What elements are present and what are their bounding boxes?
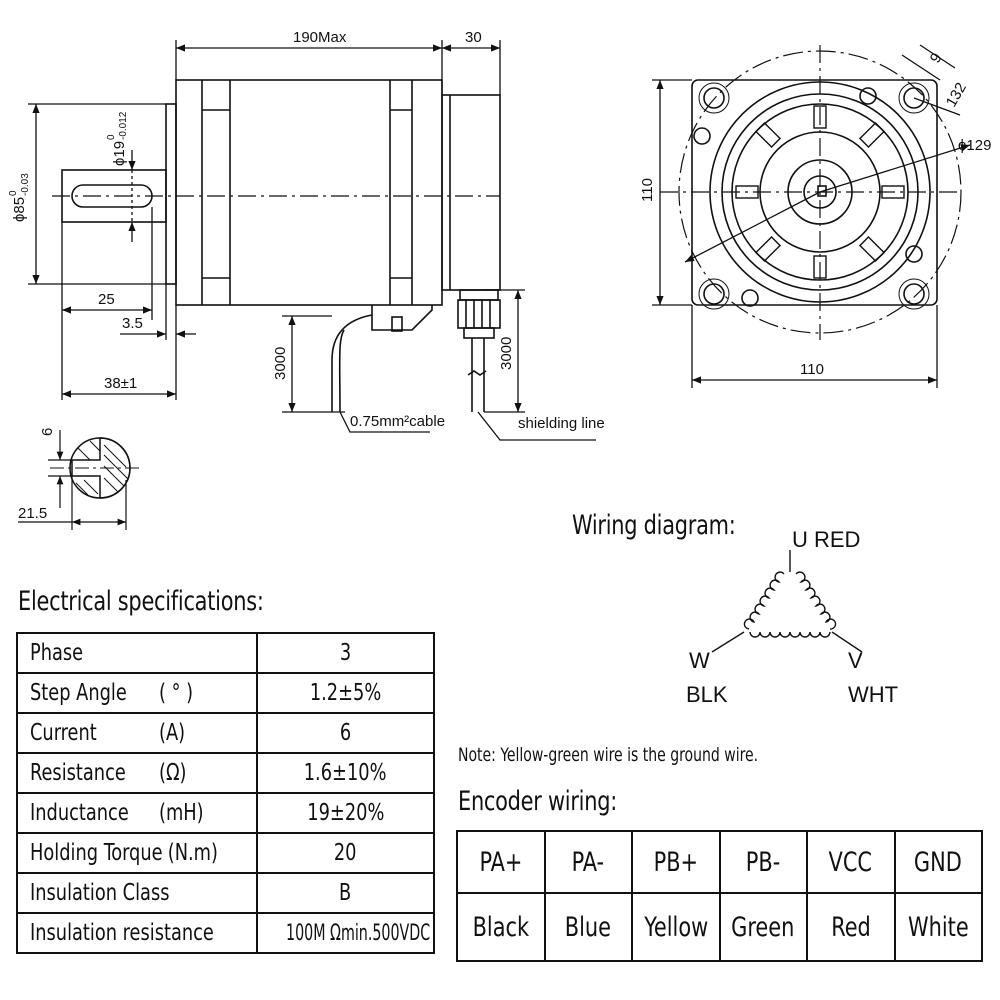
motor-body-outline (175, 79, 443, 306)
spec-value: 1.6±10% (304, 760, 387, 786)
dim-length-max: 190Max (293, 29, 347, 46)
dim-lead-left: 3000 (272, 347, 289, 380)
spec-row: Holding Torque(N.m) 20 (16, 832, 435, 874)
dim-shaft-diameter: ϕ19 (111, 141, 128, 166)
encoder-signal-header: PB- (718, 830, 808, 894)
flange-square (691, 79, 938, 306)
dim-shaft-length: 38±1 (104, 375, 137, 392)
dim-key-width: 6 (39, 428, 56, 436)
encoder-wire-color: White (893, 892, 983, 962)
bolt-circle-outline (678, 50, 962, 334)
spec-value: B (339, 880, 352, 906)
center-lines (52, 45, 960, 340)
dim-bolt-circle: ϕ129 (958, 137, 991, 154)
shaft-section-view (18, 430, 140, 530)
spec-name: Inductance (30, 800, 129, 826)
encoder-cable-gland (457, 299, 501, 329)
spec-value: 20 (334, 840, 357, 866)
spec-name: Insulation resistance (30, 920, 214, 946)
spec-unit: (N.m) (167, 840, 218, 866)
dim-shaft-tol-lower: -0.012 (118, 111, 129, 140)
dim-body-diameter: ϕ85 (11, 197, 28, 222)
electrical-spec-title: Electrical specifications: (18, 586, 264, 617)
dim-key-depth: 21.5 (18, 505, 47, 522)
spec-row: Phase 3 (16, 632, 435, 674)
dimension-labels: 190Max 30 ϕ85 0 -0.03 ϕ19 0 -0.012 25 3.… (8, 29, 991, 522)
encoder-wiring-title: Encoder wiring: (458, 786, 618, 817)
spec-name: Holding Torque (30, 840, 163, 866)
encoder-signal-header: PA+ (456, 830, 546, 894)
dim-rear-length: 30 (465, 29, 482, 46)
ground-wire-note: Note: Yellow-green wire is the ground wi… (458, 744, 759, 766)
spec-name: Step Angle (30, 680, 127, 706)
spec-name: Insulation Class (30, 880, 170, 906)
dim-body-tol-upper: 0 (8, 190, 19, 196)
spec-value: 3 (339, 640, 352, 666)
phase-v-color: WHT (848, 682, 898, 707)
spec-value: 100M Ωmin.500VDC (286, 920, 431, 946)
wiring-delta-diagram (711, 550, 863, 653)
dim-shaft-tol-upper: 0 (106, 134, 117, 140)
spec-row: Insulation resistance 100M Ωmin.500VDC (16, 912, 435, 954)
cable-spec-label: 0.75mm²cable (350, 413, 445, 430)
front-view-dimensions (652, 44, 971, 388)
encoder-wire-color: Green (718, 892, 808, 962)
spec-row: Inductance (mH) 19±20% (16, 792, 435, 834)
spec-name: Resistance (30, 760, 126, 786)
wiring-labels: U RED W BLK V WHT (686, 527, 898, 707)
spec-value: 19±20% (306, 800, 385, 826)
encoder-wire-color: Black (456, 892, 546, 962)
spec-name: Phase (30, 640, 84, 666)
spec-unit: (Ω) (159, 760, 187, 786)
spec-row: Resistance (Ω) 1.6±10% (16, 752, 435, 794)
dim-bolt-square: 132 (943, 80, 970, 110)
spec-unit: ( ° ) (159, 680, 194, 706)
encoder-signal-header: VCC (806, 830, 896, 894)
spec-name: Current (30, 720, 97, 746)
dim-key-length: 25 (98, 291, 115, 308)
motor-front-view (678, 50, 962, 334)
spec-value: 6 (339, 720, 352, 746)
phase-v-label: V (848, 648, 863, 673)
dim-lead-right: 3000 (498, 337, 515, 370)
spec-row: Current (A) 6 (16, 712, 435, 754)
motor-side-view (61, 79, 501, 413)
wiring-diagram-title: Wiring diagram: (572, 510, 736, 541)
spec-unit: (A) (159, 720, 186, 746)
encoder-signal-header: PA- (543, 830, 633, 894)
power-connector (371, 305, 433, 331)
encoder-wire-color: Blue (543, 892, 633, 962)
pilot-circle (709, 81, 931, 303)
shielding-line-label: shielding line (518, 415, 605, 432)
phase-w-color: BLK (686, 682, 728, 707)
spec-row: Step Angle ( ° ) 1.2±5% (16, 672, 435, 714)
spec-value: 1.2±5% (309, 680, 382, 706)
side-view-dimensions (28, 40, 596, 441)
dim-body-tol-lower: -0.03 (20, 173, 31, 196)
phase-w-label: W (689, 648, 710, 673)
dim-key-offset: 3.5 (122, 315, 143, 332)
encoder-wire-color: Red (806, 892, 896, 962)
spec-unit: (mH) (159, 800, 204, 826)
encoder-signal-header: PB+ (631, 830, 721, 894)
phase-u-label: U RED (792, 527, 860, 552)
encoder-signal-header: GND (893, 830, 983, 894)
dim-flange-height: 110 (639, 178, 656, 202)
dim-flange-width: 110 (800, 361, 824, 378)
encoder-wire-color: Yellow (631, 892, 721, 962)
dim-hole-diameter: 9 (927, 50, 946, 66)
spec-row: Insulation Class B (16, 872, 435, 914)
